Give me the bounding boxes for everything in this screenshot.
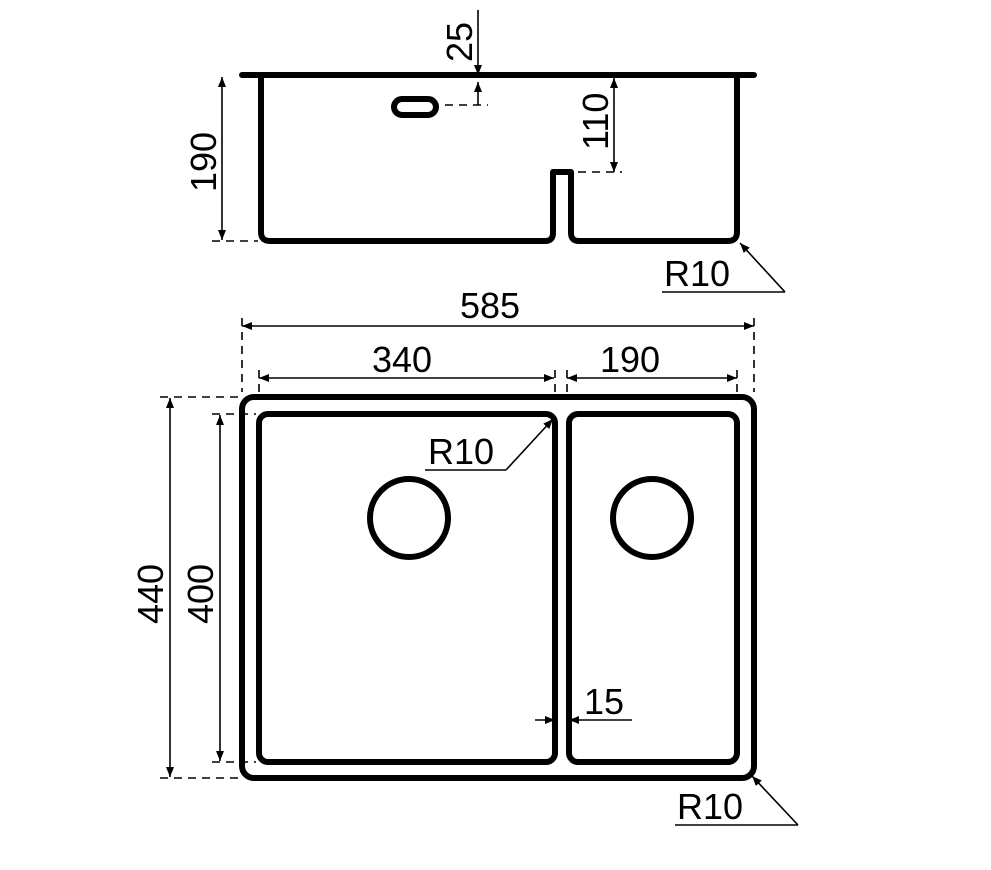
bowl-length-dimension: 400 <box>180 564 221 624</box>
right-drain <box>610 476 694 560</box>
plan-view: 585 340 190 440 400 R10 15 R10 <box>130 285 799 827</box>
depth-dimension: 190 <box>183 132 224 192</box>
divider-height-dimension: 110 <box>575 93 616 150</box>
overall-length-dimension: 440 <box>130 564 171 624</box>
overall-width-dimension: 585 <box>460 285 520 326</box>
outer-rim <box>239 394 757 781</box>
left-bowl <box>256 411 558 765</box>
inner-radius-label: R10 <box>428 431 494 472</box>
section-view: 25 110 190 R10 <box>183 10 786 294</box>
basin-profile <box>258 72 740 244</box>
left-drain <box>367 476 451 560</box>
section-radius-label: R10 <box>664 253 730 294</box>
right-bowl <box>566 411 740 765</box>
overflow-slot <box>391 96 439 118</box>
right-bowl-width-dimension: 190 <box>600 339 660 380</box>
left-bowl-width-dimension: 340 <box>372 339 432 380</box>
overflow-offset-dimension: 25 <box>439 22 480 62</box>
outer-radius-label: R10 <box>677 786 743 827</box>
divider-width-dimension: 15 <box>584 681 624 722</box>
